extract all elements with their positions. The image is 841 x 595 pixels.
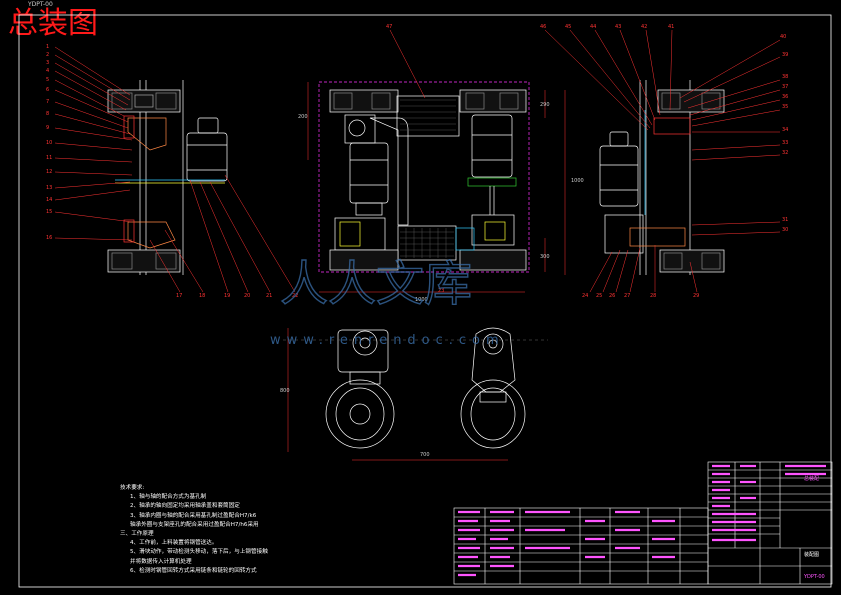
- callout-number: 46: [540, 24, 546, 30]
- callout-number: 10: [46, 140, 52, 146]
- callout-number: 38: [782, 74, 788, 80]
- callout-number: 3: [46, 60, 49, 66]
- callout-number: 4: [46, 68, 49, 74]
- dim-mid-height: 1000: [571, 178, 584, 184]
- callout-number: 15: [46, 209, 52, 215]
- bottom-dimension-lines: [283, 328, 548, 461]
- callout-number: 41: [668, 24, 674, 30]
- dim-mid-left: 200: [298, 114, 308, 120]
- middle-front-view: [318, 81, 530, 273]
- callout-number: 47: [386, 24, 392, 30]
- callout-number: 39: [782, 52, 788, 58]
- tech-req-item: 3、轴承内圈与轴的配合采用基孔制过盈配合H7/k6: [130, 512, 257, 519]
- callout-number: 12: [46, 169, 52, 175]
- tech-req-item: 2、轴承的轴向固定均采用轴承盖和套筒固定: [130, 503, 240, 510]
- callout-number: 24: [582, 293, 588, 299]
- callout-number: 5: [46, 77, 49, 83]
- drawing-number: YDPT-00: [803, 574, 825, 580]
- callout-number: 26: [609, 293, 615, 299]
- callout-number: 30: [782, 227, 788, 233]
- middle-dimension-lines: [307, 29, 566, 293]
- callout-number: 16: [46, 235, 52, 241]
- callout-number: 19: [224, 293, 230, 299]
- detail-label: 23: [438, 288, 444, 294]
- work-item: 4、工作前，上料装置将钢管送达。: [130, 540, 218, 547]
- callout-number: 34: [782, 127, 788, 133]
- dim-mid-top: 290: [540, 102, 550, 108]
- sheet-corner-tag: YDPT-00: [28, 1, 53, 8]
- work-principle-heading: 三、工作原理: [120, 531, 154, 538]
- title-block-filler: [458, 464, 826, 577]
- callouts-left-bottom: 17 18 19 20 21 22: [176, 293, 298, 299]
- tech-req-item: 轴承外圈与支架座孔的配合采用过盈配合H7/h6采用: [130, 521, 259, 528]
- drawing-title: 总装图: [8, 6, 98, 41]
- callout-number: 31: [782, 217, 788, 223]
- callout-number: 37: [782, 84, 788, 90]
- callout-number: 25: [596, 293, 602, 299]
- callout-number: 18: [199, 293, 205, 299]
- callout-number: 27: [624, 293, 630, 299]
- technical-requirements: 技术要求: 1、轴与轴的配合方式为基孔制 2、轴承的轴向固定均采用轴承盖和套筒固…: [120, 484, 420, 576]
- title-block-assembly-label: 总装配: [804, 475, 819, 482]
- callouts-right-bottom: 24 25 26 27 28 29: [582, 293, 699, 299]
- callout-number: 7: [46, 99, 49, 105]
- callout-number: 21: [266, 293, 272, 299]
- callout-number: 20: [244, 293, 250, 299]
- callout-number: 29: [693, 293, 699, 299]
- work-item: 并将数据传入计算机处理: [130, 558, 192, 565]
- callout-number: 45: [565, 24, 571, 30]
- callouts-top-right: 46 45 44 43 42 41 40: [540, 24, 786, 40]
- dim-bottom-height: 800: [280, 388, 290, 394]
- callout-number: 11: [46, 155, 52, 161]
- callout-number: 32: [782, 150, 788, 156]
- title-block-sheet-label: 装配图: [804, 551, 819, 558]
- tech-req-heading: 技术要求:: [120, 485, 145, 491]
- title-block: [453, 461, 833, 585]
- callout-number: 40: [780, 34, 786, 40]
- callout-number: 17: [176, 293, 182, 299]
- right-leaders: [544, 29, 781, 293]
- callout-number: 13: [46, 185, 52, 191]
- callout-number: 22: [292, 293, 298, 299]
- callout-number: 2: [46, 52, 49, 58]
- callout-number: 9: [46, 125, 49, 131]
- sheet-border: [18, 14, 832, 588]
- callout-number: 35: [782, 104, 788, 110]
- callout-number: 33: [782, 140, 788, 146]
- middle-hatching: [400, 99, 456, 258]
- dim-mid-width: 1000: [415, 297, 428, 303]
- left-side-view: [107, 80, 228, 275]
- tech-req-item: 1、轴与轴的配合方式为基孔制: [130, 494, 207, 501]
- dim-mid-bottom: 300: [540, 254, 550, 260]
- callout-number: 28: [650, 293, 656, 299]
- bottom-detail-views: [325, 327, 526, 449]
- dim-bottom-width: 700: [420, 452, 430, 458]
- work-item: 5、滑块动作，带动检测头移动，落下后，与上钢管接触: [130, 549, 268, 556]
- callouts-right: 39 38 37 36 35 34 33 32 31 30: [782, 52, 788, 233]
- callout-number: 14: [46, 197, 52, 203]
- callouts-top-mid: 47: [386, 24, 392, 30]
- left-leaders: [54, 46, 296, 293]
- callout-number: 1: [46, 44, 49, 50]
- callout-number: 36: [782, 94, 788, 100]
- callout-number: 42: [641, 24, 647, 30]
- callout-number: 8: [46, 111, 49, 117]
- right-side-view: [599, 80, 725, 275]
- work-item: 6、检测时钢管回转方式采用链条和链轮的回转方式: [130, 567, 257, 574]
- callout-number: 44: [590, 24, 596, 30]
- callout-number: 43: [615, 24, 621, 30]
- callout-number: 6: [46, 87, 49, 93]
